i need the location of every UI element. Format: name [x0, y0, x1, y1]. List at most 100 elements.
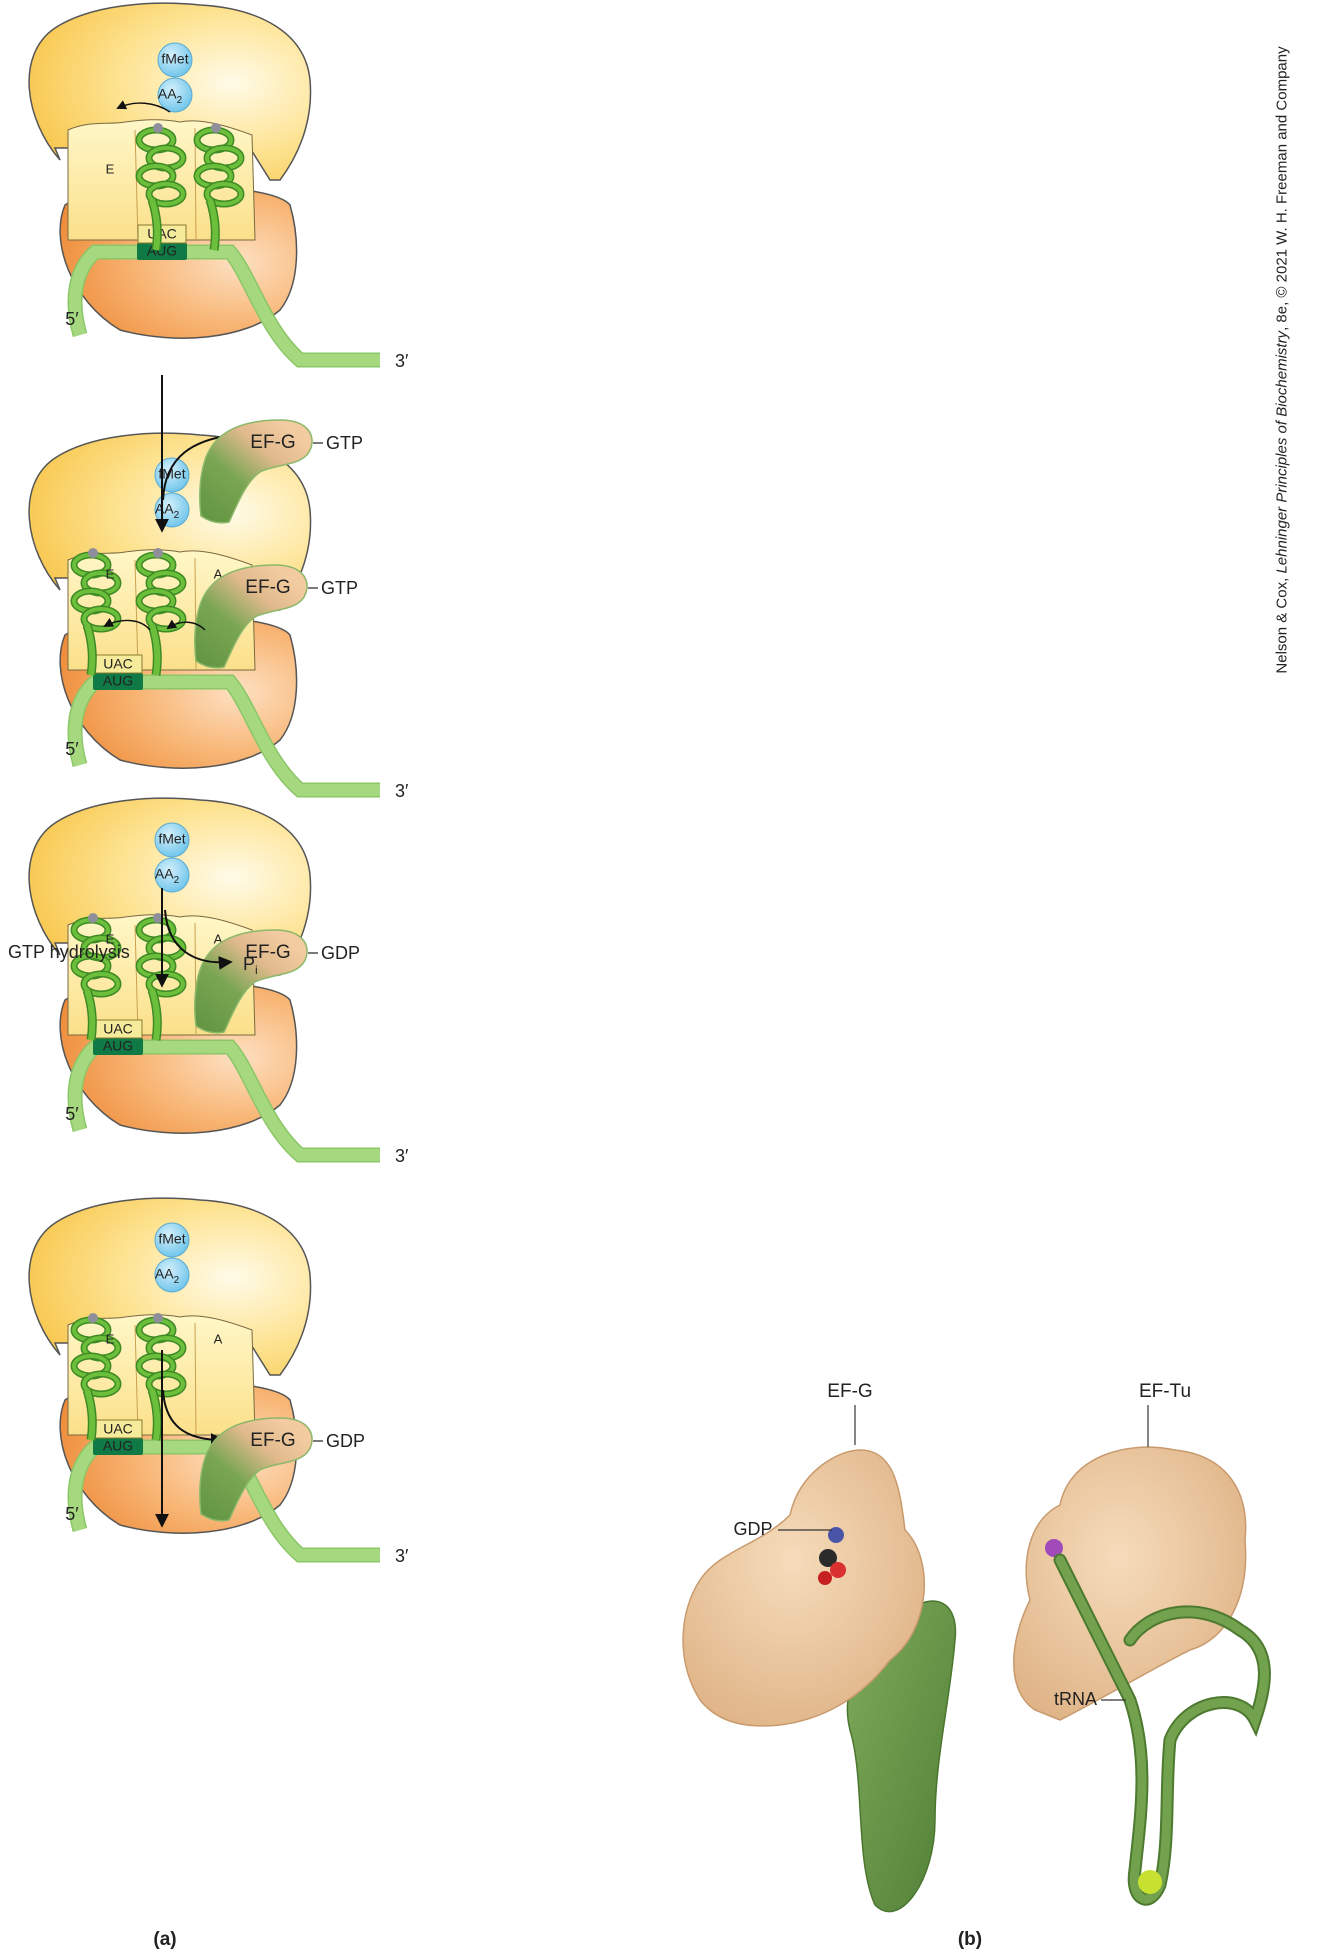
ef-g-shape	[199, 419, 313, 524]
aa2-subscript: 2	[174, 510, 180, 521]
tRNA-aminoacyl-end	[1045, 1539, 1063, 1557]
trna-3prime-end	[211, 123, 221, 133]
codon-box	[93, 673, 143, 690]
anticodon-label: UAC	[147, 226, 177, 242]
mrna-5prime-label: 5′	[65, 1504, 79, 1524]
nucleotide-label: GDP	[326, 1431, 365, 1451]
trna-coil-strand	[82, 1372, 120, 1396]
trna-label: tRNA	[1054, 1689, 1097, 1709]
aa2-subscript: 2	[174, 875, 180, 886]
codon-label: AUG	[103, 1438, 133, 1454]
aa2-bead	[157, 77, 193, 113]
fmet-bead	[154, 457, 190, 493]
ef-g-surface	[682, 1449, 925, 1727]
ef-g-shape	[194, 929, 308, 1034]
trna-coil-strand	[205, 182, 243, 206]
ef-tu-surface	[1013, 1446, 1247, 1721]
fmet-label: fMet	[161, 51, 188, 67]
peptidyl-transfer-arrow	[116, 100, 171, 113]
step-arrow-branch	[162, 1389, 225, 1447]
trna-a-site	[193, 123, 245, 251]
site-a-label: A	[214, 931, 223, 946]
trna-e-site	[70, 913, 122, 1041]
pi-label: Pi	[243, 954, 258, 977]
anticodon-label: UAC	[103, 1421, 133, 1437]
aa2-bead	[154, 492, 190, 528]
trna-e-site	[70, 548, 122, 676]
site-divider-1	[134, 924, 139, 1036]
site-e-label: E	[106, 566, 115, 581]
trna-p-site	[135, 548, 187, 676]
step-arrow-branch	[164, 909, 233, 970]
trna-stem	[149, 989, 161, 1041]
ef-g-shape	[199, 1417, 313, 1522]
trna-p-site	[135, 1313, 187, 1441]
gdp-structure-label: GDP	[733, 1519, 772, 1539]
codon-box	[137, 243, 187, 260]
trna-stem	[207, 199, 219, 251]
trna-stem	[149, 199, 161, 251]
mrna-5prime-label: 5′	[65, 1104, 79, 1124]
ef-g-label: EF-G	[250, 1430, 295, 1451]
ef-g-structure-label: EF-G	[827, 1381, 872, 1402]
site-divider-1	[134, 559, 139, 671]
site-e-label: E	[106, 931, 115, 946]
aa2-subscript: 2	[177, 95, 183, 106]
codon-box	[93, 1038, 143, 1055]
pi-subscript: i	[255, 963, 258, 977]
trna-coil-strand	[82, 607, 120, 631]
nucleotide-label: GDP	[321, 943, 360, 963]
trna-e-site	[70, 1313, 122, 1441]
panel-b-label: (b)	[958, 1929, 982, 1950]
mrna-3prime-label: 3′	[395, 1146, 409, 1166]
codon-label: AUG	[147, 243, 177, 259]
trna-3prime-end	[153, 123, 163, 133]
nucleotide-label: GTP	[326, 433, 363, 453]
site-divider-1	[134, 129, 139, 241]
credit-prefix: Nelson & Cox,	[1273, 573, 1291, 674]
nucleotide-label: GTP	[321, 578, 358, 598]
trna-coil-strand	[82, 972, 120, 996]
trna-3prime-end	[88, 913, 98, 923]
mrna-strand-fill	[69, 1041, 380, 1161]
fmet-bead	[157, 42, 193, 78]
trna-3prime-end	[153, 913, 163, 923]
ef-g-factor: EF-G GDP	[199, 1417, 365, 1522]
fmet-label: fMet	[158, 1231, 185, 1247]
trna-3prime-end	[88, 1313, 98, 1323]
trna-3prime-end	[153, 1313, 163, 1323]
mrna-5prime-label: 5′	[65, 739, 79, 759]
ef-g-shape	[194, 564, 308, 669]
trna-stem	[149, 1389, 161, 1441]
trna-stem	[84, 989, 96, 1041]
fmet-bead	[154, 1222, 190, 1258]
credit-book-title: Lehninger Principles of Biochemistry	[1273, 330, 1291, 574]
anticodon-box	[137, 224, 187, 244]
site-divider-2	[194, 1322, 197, 1436]
trna-stem	[84, 1389, 96, 1441]
fmet-label: fMet	[158, 831, 185, 847]
credit-suffix: , 8e, © 2021 W. H. Freeman and Company	[1273, 46, 1291, 331]
panel-a-label: (a)	[153, 1929, 176, 1950]
codon-box	[93, 1438, 143, 1455]
trna-3prime-end	[153, 548, 163, 558]
aa2-label: AA2	[155, 1266, 180, 1286]
aa2-label: AA2	[158, 86, 183, 106]
site-divider-1	[134, 1324, 139, 1436]
trna-coil-strand	[147, 607, 185, 631]
mrna-strand-fill	[69, 246, 380, 366]
gdp-oxygen-1	[830, 1562, 846, 1578]
fmet-label: fMet	[158, 466, 185, 482]
step-ef-g-release: EF-G GDP	[155, 1350, 365, 1528]
